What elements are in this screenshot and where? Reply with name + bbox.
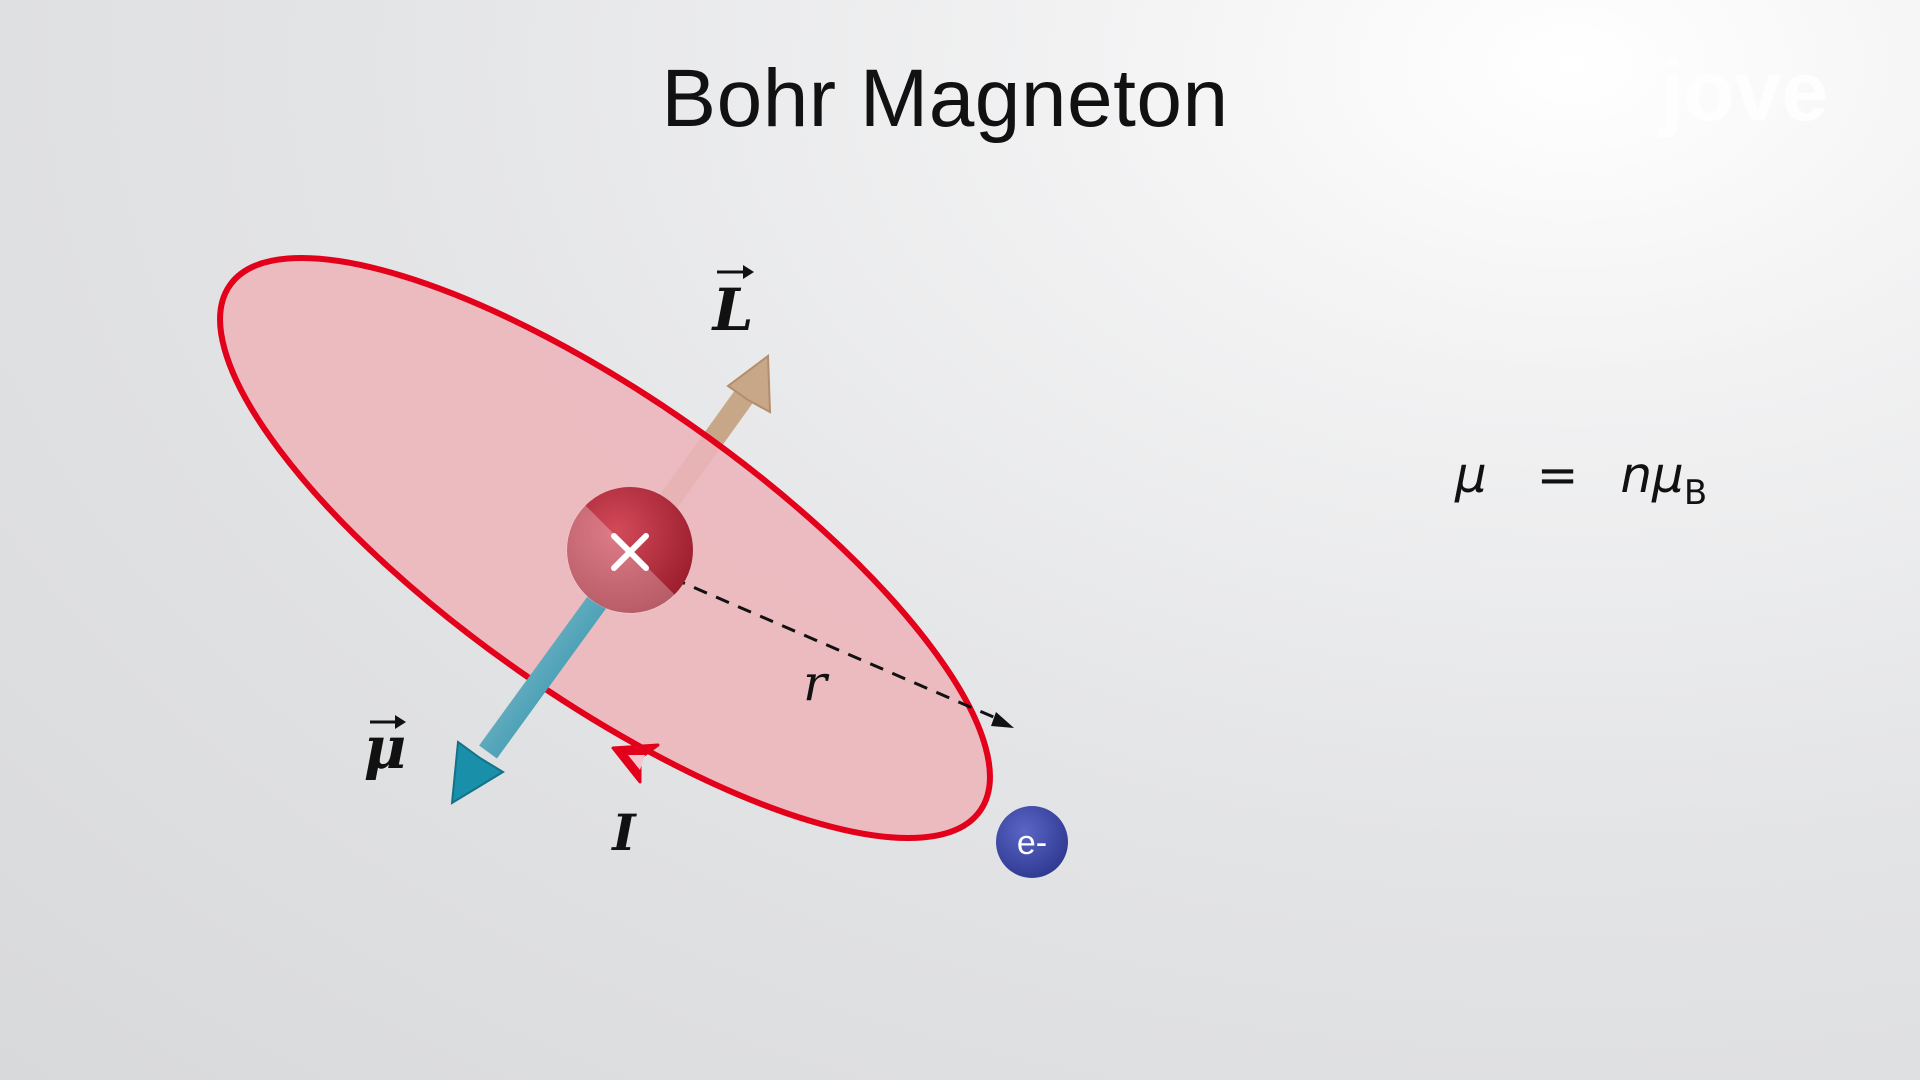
equation-equals: = (1536, 446, 1579, 504)
magnetic-moment-arrow (450, 591, 609, 805)
vector-arrow-icon (370, 715, 406, 729)
nucleus (566, 487, 693, 614)
current-direction-icon (611, 743, 660, 784)
electron: e- (996, 806, 1068, 878)
equation-subscript: B (1683, 473, 1708, 513)
radius-arrow (671, 576, 1014, 728)
vector-arrow-icon (717, 265, 754, 279)
equation-mu: μ (1652, 446, 1684, 504)
jove-logo: jove (1658, 48, 1828, 138)
nucleus-cross-icon (611, 533, 649, 571)
current-label: I (610, 803, 637, 862)
logo-text: jove (1658, 48, 1828, 138)
radius-label: r (803, 654, 830, 712)
electron-label: e- (1017, 824, 1047, 862)
bohr-magneton-equation: μ = nμB (1455, 446, 1707, 513)
equation-n: n (1620, 446, 1653, 504)
magnetic-moment-label: μ (364, 714, 406, 782)
angular-momentum-label: L (711, 265, 754, 344)
page-title: Bohr Magneton (661, 53, 1229, 144)
angular-momentum-symbol: L (711, 276, 754, 344)
equation-lhs: μ (1455, 446, 1487, 504)
